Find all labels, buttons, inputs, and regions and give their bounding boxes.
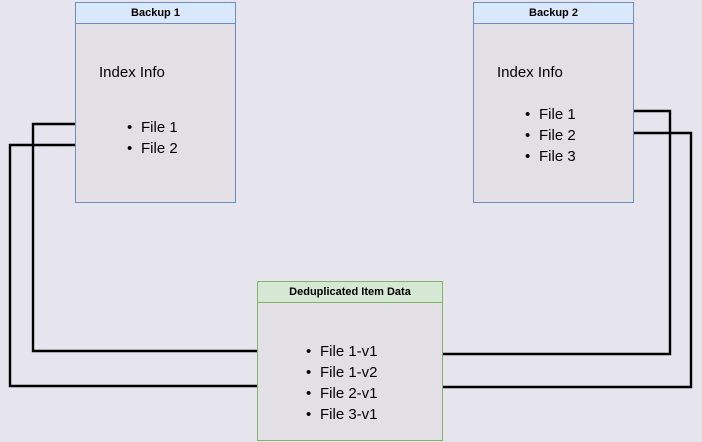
backup2-file-item[interactable]: File 1 <box>525 104 576 125</box>
node-dedup-body: File 1-v1 File 1-v2 File 2-v1 File 3-v1 <box>258 303 442 440</box>
node-backup2[interactable]: Backup 2 Index Info File 1 File 2 File 3 <box>473 2 634 203</box>
dedup-item-list: File 1-v1 File 1-v2 File 2-v1 File 3-v1 <box>306 341 378 425</box>
node-backup2-title: Backup 2 <box>474 3 633 24</box>
node-backup1-title: Backup 1 <box>76 3 235 24</box>
node-backup1[interactable]: Backup 1 Index Info File 1 File 2 <box>75 2 236 203</box>
node-dedup-title: Deduplicated Item Data <box>258 282 442 303</box>
backup1-file-list: File 1 File 2 <box>127 117 178 159</box>
backup2-file-item[interactable]: File 2 <box>525 125 576 146</box>
dedup-item[interactable]: File 2-v1 <box>306 383 378 404</box>
dedup-item[interactable]: File 3-v1 <box>306 404 378 425</box>
backup1-index-info-label: Index Info <box>99 64 165 81</box>
node-deduplicated-item-data[interactable]: Deduplicated Item Data File 1-v1 File 1-… <box>257 281 443 441</box>
backup2-index-info-label: Index Info <box>497 64 563 81</box>
backup2-file-list: File 1 File 2 File 3 <box>525 104 576 167</box>
dedup-item[interactable]: File 1-v2 <box>306 362 378 383</box>
backup1-file-item[interactable]: File 2 <box>127 138 178 159</box>
node-backup2-body: Index Info File 1 File 2 File 3 <box>474 24 633 202</box>
backup1-file-item[interactable]: File 1 <box>127 117 178 138</box>
backup2-file-item[interactable]: File 3 <box>525 146 576 167</box>
node-backup1-body: Index Info File 1 File 2 <box>76 24 235 202</box>
dedup-item[interactable]: File 1-v1 <box>306 341 378 362</box>
